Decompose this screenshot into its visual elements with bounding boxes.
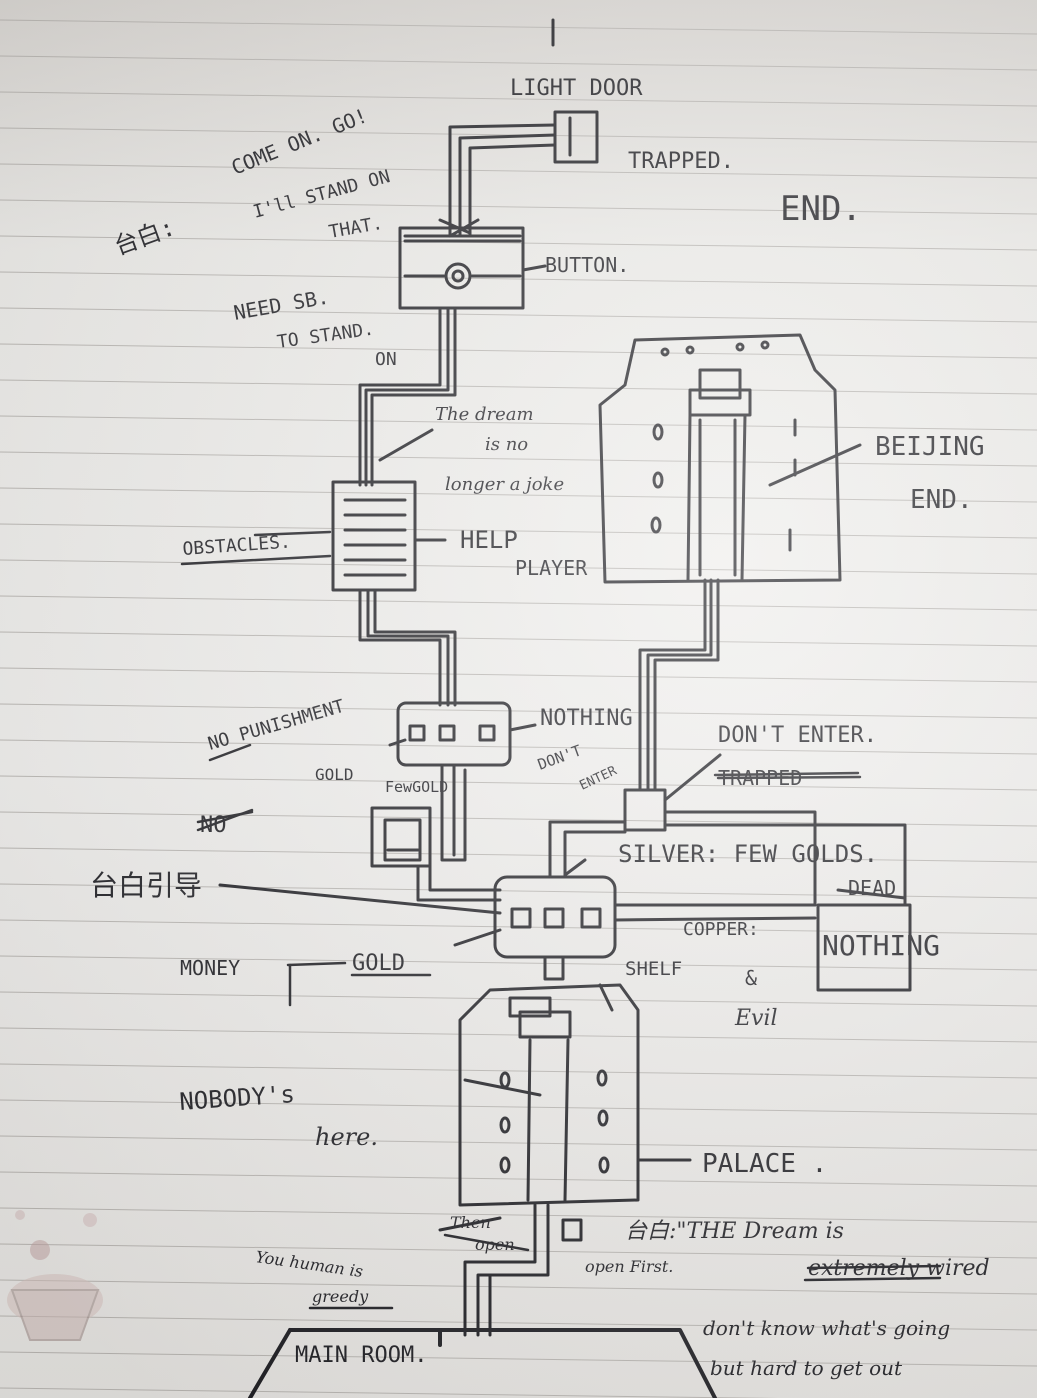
palace-building [460, 957, 690, 1205]
ruled-line [0, 1172, 1037, 1186]
label-beijing-end-1: BEIJING [875, 432, 985, 462]
label-end-1: END. [780, 189, 862, 229]
label-dead: DEAD [848, 876, 896, 900]
label-main-room: MAIN ROOM. [295, 1343, 427, 1368]
label-trapped-2: TRAPPED [718, 766, 802, 790]
ruled-line [0, 1208, 1037, 1222]
ruled-line [0, 308, 1037, 322]
ruled-line [0, 20, 1037, 34]
ruled-line [0, 272, 1037, 286]
label-nothing-1: NOTHING [540, 706, 633, 731]
label-help-player-2: PLAYER [515, 556, 588, 580]
label-human-greedy-2: greedy [312, 1287, 369, 1306]
label-help-player-1: HELP [460, 526, 518, 554]
pipe-entry-to-beijing [640, 580, 720, 800]
label-light-door: LIGHT DOOR [510, 76, 643, 101]
ruled-line [0, 164, 1037, 178]
label-obstacles: OBSTACLES. [182, 531, 292, 560]
ruled-line [0, 380, 1037, 394]
label-nothing-2: NOTHING [822, 929, 940, 962]
beijing-building [600, 335, 860, 582]
ruled-line [0, 704, 1037, 718]
ruled-line [0, 596, 1037, 610]
light-door-pipe [450, 20, 597, 235]
diagram-labels: LIGHT DOOR TRAPPED. END. COME ON. GO! I'… [90, 76, 990, 1380]
treasure-choice-room-upper [390, 703, 535, 765]
label-money: MONEY [180, 956, 240, 980]
ruled-line [0, 1388, 1037, 1398]
label-dream-joke-2: is no [485, 434, 528, 455]
ruled-line [0, 56, 1037, 70]
label-dream-joke-1: The dream [435, 404, 534, 425]
label-open: open [475, 1235, 515, 1254]
label-need-sb-3: ON [375, 349, 397, 370]
strike-lines [198, 532, 940, 1268]
ruled-line [0, 632, 1037, 646]
ruled-line [0, 1064, 1037, 1078]
button-room [400, 220, 545, 308]
label-dont-enter-small-1: DON'T [535, 741, 584, 773]
label-silver: SILVER: FEW GOLDS. [618, 840, 878, 868]
label-and-sign: & [745, 966, 757, 990]
label-dont-enter-big: DON'T ENTER. [718, 723, 877, 748]
label-open-first: open First. [585, 1257, 673, 1276]
label-dream-joke-3: longer a joke [445, 474, 564, 495]
label-no-punishment: NO PUNISHMENT [206, 696, 347, 755]
label-dialogue-4: don't know what's going [703, 1316, 950, 1340]
label-dialogue-5: but hard to get out [710, 1356, 903, 1380]
pipe-obstacles-to-chests [360, 590, 455, 705]
label-nobody-1: NOBODY's [178, 1080, 295, 1116]
label-dont-enter-small-2: ENTER [577, 763, 619, 793]
label-nobody-2: here. [315, 1123, 378, 1151]
ruled-line [0, 776, 1037, 790]
label-gold-2: GOLD [352, 951, 405, 976]
ruled-line [0, 740, 1037, 754]
label-trapped-1: TRAPPED. [628, 149, 734, 174]
ruled-line [0, 668, 1037, 682]
ruled-line [0, 848, 1037, 862]
label-palace: PALACE . [702, 1149, 827, 1179]
label-come-on-3: THAT. [327, 213, 384, 243]
label-few-gold: FewGOLD [385, 778, 448, 796]
treasure-choice-room-main [220, 860, 815, 957]
label-button: BUTTON. [545, 253, 629, 277]
cupcake-sticker-icon [7, 1210, 103, 1340]
label-gold-1: GOLD [315, 765, 354, 784]
label-need-sb-1: NEED SB. [232, 285, 331, 325]
ruled-line [0, 1280, 1037, 1294]
ruled-line [0, 1100, 1037, 1114]
ruled-line [0, 524, 1037, 538]
label-copper: COPPER: [683, 919, 759, 940]
label-human-greedy-1: You human is [254, 1247, 364, 1281]
label-cn-dialogue-1: 台白: [110, 213, 178, 261]
label-dialogue-2: 台白:"THE Dream is [625, 1219, 844, 1244]
ruled-line [0, 1136, 1037, 1150]
ruled-line [0, 200, 1037, 214]
ruled-line [0, 344, 1037, 358]
label-shelf: SHELF [625, 958, 682, 980]
obstacles-room [333, 482, 445, 590]
label-need-sb-2: TO STAND. [276, 319, 376, 353]
label-evil: Evil [734, 1006, 778, 1031]
label-then: Then [450, 1213, 491, 1232]
label-beijing-end-2: END. [910, 485, 973, 515]
label-cn-guide: 台白引导 [90, 869, 202, 902]
